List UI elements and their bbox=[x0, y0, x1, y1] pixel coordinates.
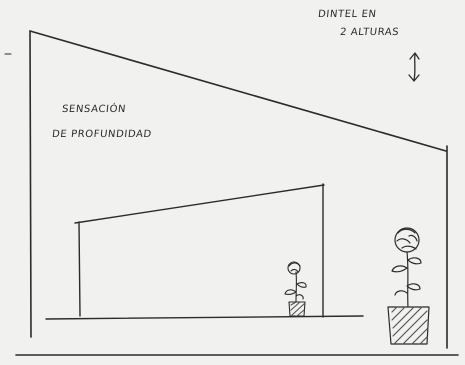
flower-pot-small bbox=[284, 261, 307, 317]
sensacion-annotation-line1: SENSACIÓN bbox=[61, 104, 127, 115]
outer-frame bbox=[15, 30, 459, 356]
double-arrow-icon bbox=[408, 52, 420, 82]
inner-floor-line bbox=[45, 315, 364, 320]
inner-lintel-line bbox=[74, 184, 325, 224]
inner-left-wall-line bbox=[78, 221, 81, 317]
sensacion-annotation-line2: DE PROFUNDIDAD bbox=[51, 129, 153, 140]
outer-left-wall-line bbox=[29, 30, 32, 338]
dintel-annotation-line1: DINTEL EN bbox=[317, 9, 378, 20]
inner-frame bbox=[45, 183, 364, 320]
dintel-annotation-line2: 2 ALTURAS bbox=[339, 27, 400, 38]
outer-lintel-line bbox=[29, 30, 447, 152]
flower-pot-large bbox=[387, 227, 430, 345]
